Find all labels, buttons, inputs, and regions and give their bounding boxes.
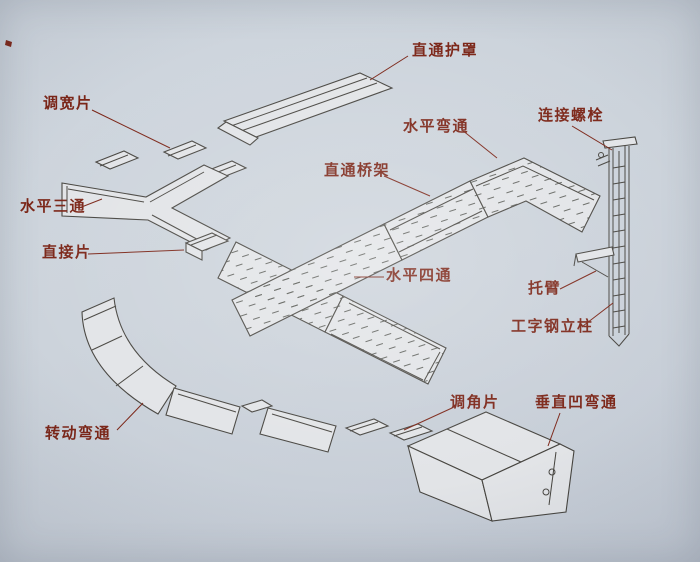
i-beam-column-drawing <box>602 136 638 347</box>
horizontal-tee-drawing <box>61 164 232 251</box>
leader-lines <box>78 55 614 447</box>
label-angle-adjust-piece: 调角片 <box>450 394 500 411</box>
leader-direct-piece <box>87 249 185 255</box>
label-direct-piece: 直接片 <box>42 244 92 261</box>
leader-width-adjust-piece <box>91 109 171 149</box>
leader-horizontal-tee <box>78 198 103 209</box>
angle-adjust-pieces-drawing <box>344 418 434 441</box>
label-vertical-concave-bend: 垂直凹弯通 <box>535 394 618 411</box>
label-straight-cover: 直通护罩 <box>412 42 479 59</box>
bottom-tray-drawing <box>324 295 447 385</box>
horizontal-bend-drawing <box>469 157 601 233</box>
leader-straight-tray <box>383 175 431 197</box>
rotating-bend-drawing <box>81 297 177 415</box>
straight-tray-drawing <box>383 180 489 261</box>
label-width-adjust-piece: 调宽片 <box>43 95 93 112</box>
bracket-arm-drawing <box>573 246 615 278</box>
leader-angle-adjust-piece <box>403 407 453 431</box>
vertical-concave-bend-drawing <box>406 411 575 522</box>
direct-piece-drawing <box>184 232 230 261</box>
label-horizontal-bend: 水平弯通 <box>403 118 470 135</box>
label-straight-tray: 直通桥架 <box>324 162 391 179</box>
leader-i-beam-column <box>582 302 614 327</box>
connecting-bolt-drawing <box>595 152 611 167</box>
label-horizontal-cross: 水平四通 <box>386 267 453 284</box>
label-rotating-bend: 转动弯通 <box>45 425 112 442</box>
leader-bracket-arm <box>559 270 597 290</box>
label-bracket-arm: 托臂 <box>528 280 562 297</box>
red-ink-mark <box>5 40 12 47</box>
leader-horizontal-bend <box>461 129 498 159</box>
width-adjust-pieces-drawing <box>94 140 248 180</box>
label-i-beam-column: 工字钢立柱 <box>511 318 594 335</box>
label-connecting-bolt: 连接螺栓 <box>538 107 605 124</box>
leader-straight-cover <box>369 55 409 81</box>
label-horizontal-tee: 水平三通 <box>20 198 87 215</box>
leader-rotating-bend <box>116 402 144 431</box>
leader-connecting-bolt <box>571 125 613 151</box>
tray-chain-drawing <box>165 387 337 453</box>
straight-cover-drawing <box>216 72 394 146</box>
leader-vertical-concave-bend <box>547 412 561 447</box>
